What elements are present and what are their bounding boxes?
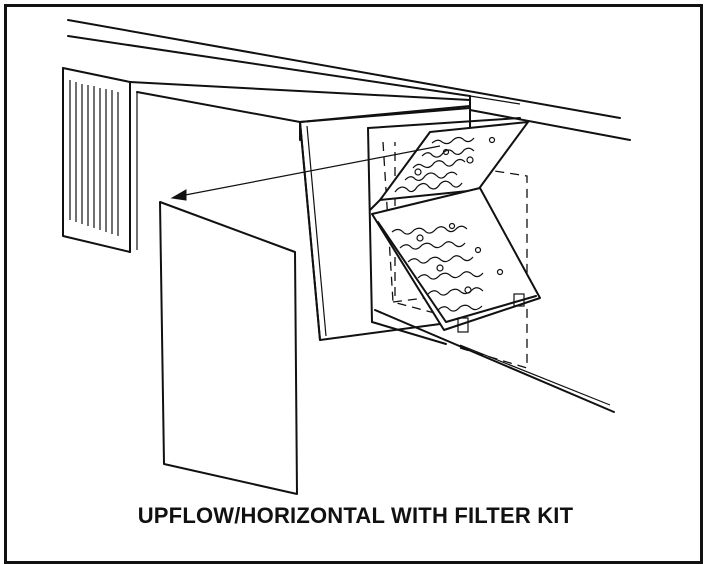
louvered-grille (62, 67, 131, 253)
lower-filter (371, 187, 541, 333)
air-handler-illustration (62, 19, 631, 495)
figure-caption: UPFLOW/HORIZONTAL WITH FILTER KIT (137, 503, 574, 528)
removal-arrow (170, 145, 441, 201)
upper-filter (369, 121, 529, 211)
main-cabinet (62, 19, 631, 413)
removed-access-panel (159, 201, 298, 495)
